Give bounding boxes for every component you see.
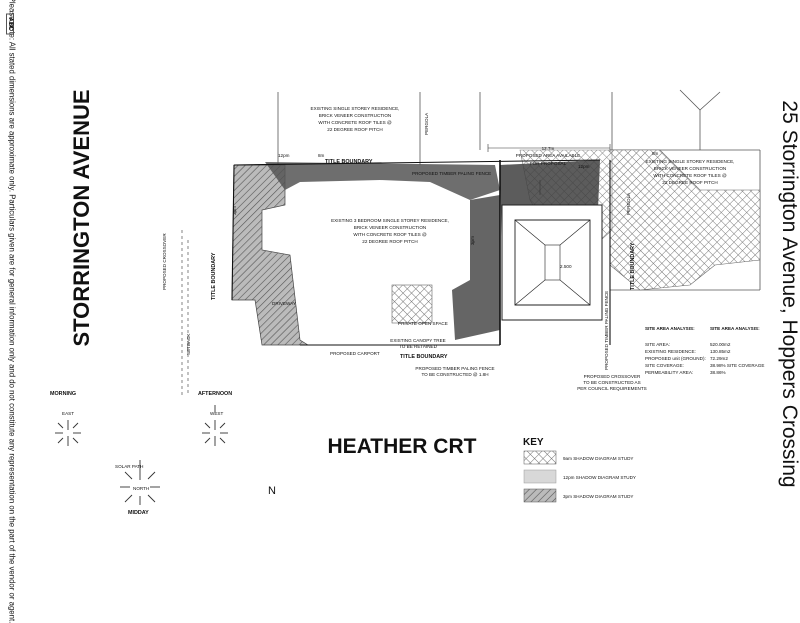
site-coverage-value: 38.98% SITE COVERAGE xyxy=(710,363,764,368)
street-heather-crt: HEATHER CRT xyxy=(328,435,477,458)
neighbour-right-line-3: WITH CONCRETE ROOF TILES @ xyxy=(653,173,727,178)
proposed-fence-right: PROPOSED TIMBER PALING FENCE xyxy=(604,291,609,370)
site-coverage-label: SITE COVERAGE: xyxy=(645,363,684,368)
dim-2500: 2.500 xyxy=(560,264,572,269)
key-label-9am: 9am SHADOW DIAGRAM STUDY xyxy=(563,456,633,461)
existing-residence-line-4: 22 DEGREE ROOF PITCH xyxy=(362,239,417,244)
key-swatch-3pm xyxy=(523,488,557,503)
sun-icon-north xyxy=(120,460,160,505)
proposed-area-line-2: FOR PROPOSAL xyxy=(530,161,567,166)
address-title: 25 Storrington Avenue, Hoppers Crossing xyxy=(778,100,800,488)
site-plan: EXISTING SINGLE STOREY RESIDENCE, BRICK … xyxy=(50,89,764,516)
permeability-value: 38.86% xyxy=(710,370,726,375)
neighbour-right-line-2: BRICK VENEER CONSTRUCTION xyxy=(654,166,727,171)
sun-path: MORNING EAST AFTERNOON WEST SOLAR PATH N… xyxy=(50,391,276,516)
existing-residence-line-1: EXISTING 3 BEDROOM SINGLE STOREY RESIDEN… xyxy=(331,218,449,223)
title-boundary-right: TITLE BOUNDARY xyxy=(630,242,636,290)
neighbour-top-line-1: EXISTING SINGLE STOREY RESIDENCE, xyxy=(311,106,400,111)
afternoon-label: AFTERNOON xyxy=(198,391,232,397)
existing-residence-line-2: BRICK VENEER CONSTRUCTION xyxy=(354,225,427,230)
west-label: WEST xyxy=(210,411,223,416)
existing-residence-line-3: WITH CONCRETE ROOF TILES @ xyxy=(353,232,427,237)
plan-labels: EXISTING SINGLE STOREY RESIDENCE, BRICK … xyxy=(162,106,734,391)
proposed-unit-label: PROPOSED unit (GROUND): xyxy=(645,356,706,361)
existing-residence-label: EXISTING RESIDENCE: xyxy=(645,349,696,354)
neighbour-top-line-3: WITH CONCRETE ROOF TILES @ xyxy=(318,120,392,125)
key-label-3pm: 3pm SHADOW DIAGRAM STUDY xyxy=(563,494,633,499)
proposed-fence-top: PROPOSED TIMBER PALING FENCE xyxy=(412,171,491,176)
proposed-unit xyxy=(501,204,603,321)
proposed-carport: PROPOSED CARPORT xyxy=(330,351,380,356)
title-boundary-left: TITLE BOUNDARY xyxy=(211,252,217,300)
neighbour-top-line-2: BRICK VENEER CONSTRUCTION xyxy=(319,113,392,118)
private-open-space: PRIVATE OPEN SPACE xyxy=(398,321,448,326)
site-analysis-table: SITE AREA ANALYSIS: SITE AREA ANALYSIS: … xyxy=(645,326,764,375)
key-swatch-9am xyxy=(523,450,557,465)
title-boundary-bottom: TITLE BOUNDARY xyxy=(400,354,448,360)
permeability-label: PERMEABILITY AREA: xyxy=(645,370,693,375)
sun-icon-east xyxy=(55,420,81,446)
site-area-label: SITE AREA: xyxy=(645,342,670,347)
existing-residence-value: 130.85m2 xyxy=(710,349,731,354)
canopy-tree-line-2: TO BE RETAINED xyxy=(399,344,438,349)
pergola-right: PERGOLA xyxy=(626,192,631,215)
neighbour-right-line-4: 22 DEGREE ROOF PITCH xyxy=(662,180,717,185)
solar-path-label: SOLAR PATH xyxy=(115,464,143,469)
agency-logo: ABC xyxy=(6,13,14,35)
key-label-12pm: 12pm SHADOW DIAGRAM STUDY xyxy=(563,475,636,480)
neighbour-right-line-1: EXISTING SINGLE STOREY RESIDENCE, xyxy=(646,159,735,164)
dim-8m-a: 8m xyxy=(318,153,325,158)
shadow-3pm xyxy=(231,164,310,346)
dim-8m-b: 8m xyxy=(652,151,659,156)
crossover-left: PROPOSED CROSSOVER xyxy=(162,233,167,290)
north-label: NORTH xyxy=(133,486,149,491)
title-boundary-top: TITLE BOUNDARY xyxy=(325,159,373,165)
crossover-left-lines xyxy=(181,230,189,395)
pergola-top: PERGOLA xyxy=(424,112,429,135)
dim-12pm-a: 12pm xyxy=(278,153,290,158)
legend-key: KEY 9am SHADOW DIAGRAM STUDY 12pm SHADOW… xyxy=(523,437,636,503)
crossover-bottom-line-3: PER COUNCIL REQUIREMENTS xyxy=(577,386,647,391)
dimension-top xyxy=(487,144,611,195)
dimension-12-7m: 12.7m xyxy=(542,146,555,151)
key-swatch-12pm xyxy=(523,469,557,484)
crossover-bottom-line-1: PROPOSED CROSSOVER xyxy=(584,374,641,379)
dim-3pm-b: 3pm xyxy=(470,236,475,245)
east-label: EAST xyxy=(62,411,74,416)
setback-label: SETBACK xyxy=(186,333,191,355)
street-storrington-avenue: STORRINGTON AVENUE xyxy=(69,89,94,347)
dim-3pm-a: 3pm xyxy=(232,206,237,215)
proposed-area-line-1: PROPOSED AREA AVAILABLE xyxy=(516,153,580,158)
neighbour-top-line-4: 22 DEGREE ROOF PITCH xyxy=(327,127,382,132)
dim-12pm-b: 12pm xyxy=(578,164,590,169)
fence-bottom-line-1: PROPOSED TIMBER PALING FENCE xyxy=(415,366,494,371)
title-boundary xyxy=(231,159,611,346)
site-analysis-heading-left: SITE AREA ANALYSIS: xyxy=(645,326,695,331)
driveway-label: DRIVEWAY xyxy=(272,301,296,306)
crossover-bottom-line-2: TO BE CONSTRUCTED AS xyxy=(583,380,640,385)
fence-bottom-line-2: TO BE CONSTRUCTED @ 1.8H xyxy=(421,372,488,377)
sun-icon-west xyxy=(202,405,228,446)
key-title: KEY xyxy=(523,437,544,448)
disclaimer-text: Please note: All stated dimensions are a… xyxy=(7,0,17,623)
morning-label: MORNING xyxy=(50,391,76,397)
site-area-value: 520.00m2 xyxy=(710,342,731,347)
proposed-unit-value: 72.29m2 xyxy=(710,356,728,361)
midday-label: MIDDAY xyxy=(128,510,149,516)
site-analysis-heading-right: SITE AREA ANALYSIS: xyxy=(710,326,760,331)
canopy-tree-line-1: EXISTING CANOPY TREE xyxy=(390,338,445,343)
compass-n-label: N xyxy=(268,485,276,497)
